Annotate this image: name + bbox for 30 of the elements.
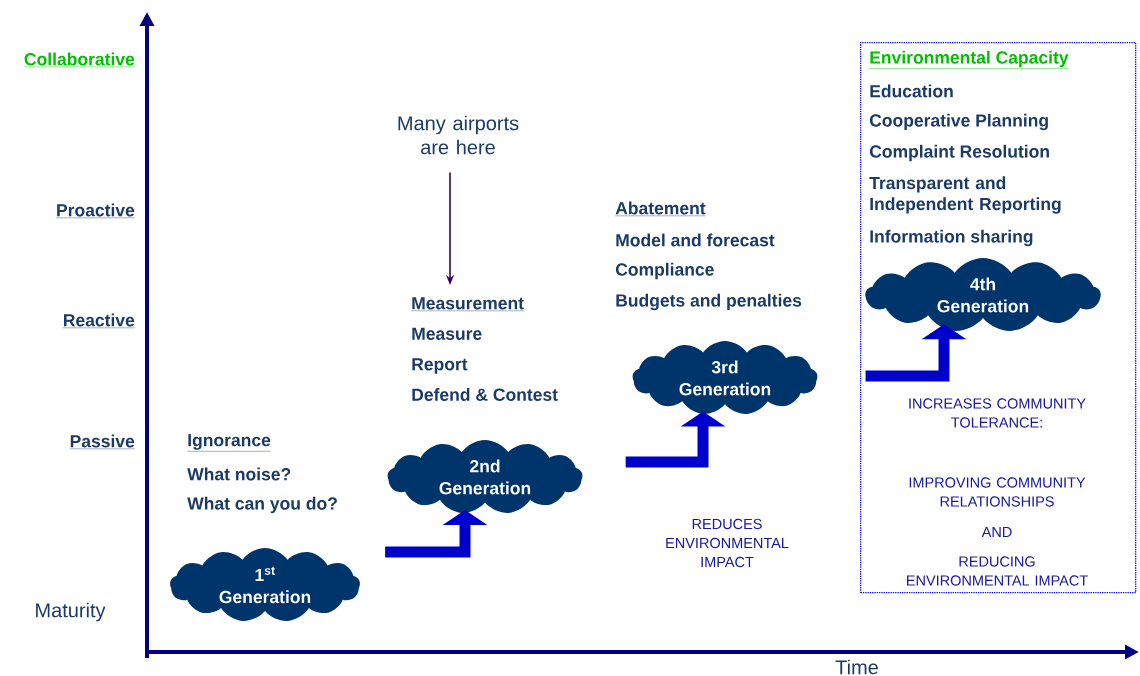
cloud: 2nd Generation	[387, 440, 583, 513]
list-item: Information sharing	[870, 229, 1033, 247]
list-item: Education	[870, 84, 953, 98]
list-item: Cooperative Planning	[869, 113, 1048, 131]
note-text: Many airports are here	[398, 115, 519, 155]
cloud: 3rd Generation	[632, 341, 818, 414]
note-text: REDUCES ENVIRONMENTAL IMPACT	[666, 518, 789, 568]
list-item: What can you do?	[187, 496, 337, 514]
note-text: IMPROVING COMMUNITY RELATIONSHIPS	[909, 477, 1086, 507]
note-text: INCREASES COMMUNITY TOLERANCE:	[909, 398, 1086, 428]
axis-title: Maturity	[36, 602, 106, 622]
cloud: 4th Generation	[865, 258, 1101, 331]
note-text: REDUCING ENVIRONMENTAL IMPACT	[907, 556, 1088, 586]
list-item: Transparent and Independent Reporting	[869, 176, 1061, 214]
level-label: Passive	[69, 434, 135, 449]
heading: Ignorance	[187, 434, 272, 452]
heading: Abatement	[615, 201, 706, 216]
list-item: Complaint Resolution	[869, 144, 1049, 162]
level-label: Reactive	[62, 313, 135, 328]
list-item: Compliance	[615, 262, 714, 280]
axis-title: Time	[835, 659, 878, 675]
heading: Environmental Capacity	[869, 50, 1069, 69]
level-label: Collaborative	[23, 52, 135, 67]
list-item: What noise?	[187, 467, 291, 481]
cloud: 1$^{st}$ Generation	[170, 548, 360, 621]
note-text: AND	[981, 527, 1012, 537]
list-item: Model and forecast	[616, 233, 775, 247]
list-item: Budgets and penalties	[616, 293, 802, 311]
text-block: Measurement Measure Report Defend & Contest	[411, 297, 558, 401]
level-label: Proactive	[55, 203, 135, 218]
